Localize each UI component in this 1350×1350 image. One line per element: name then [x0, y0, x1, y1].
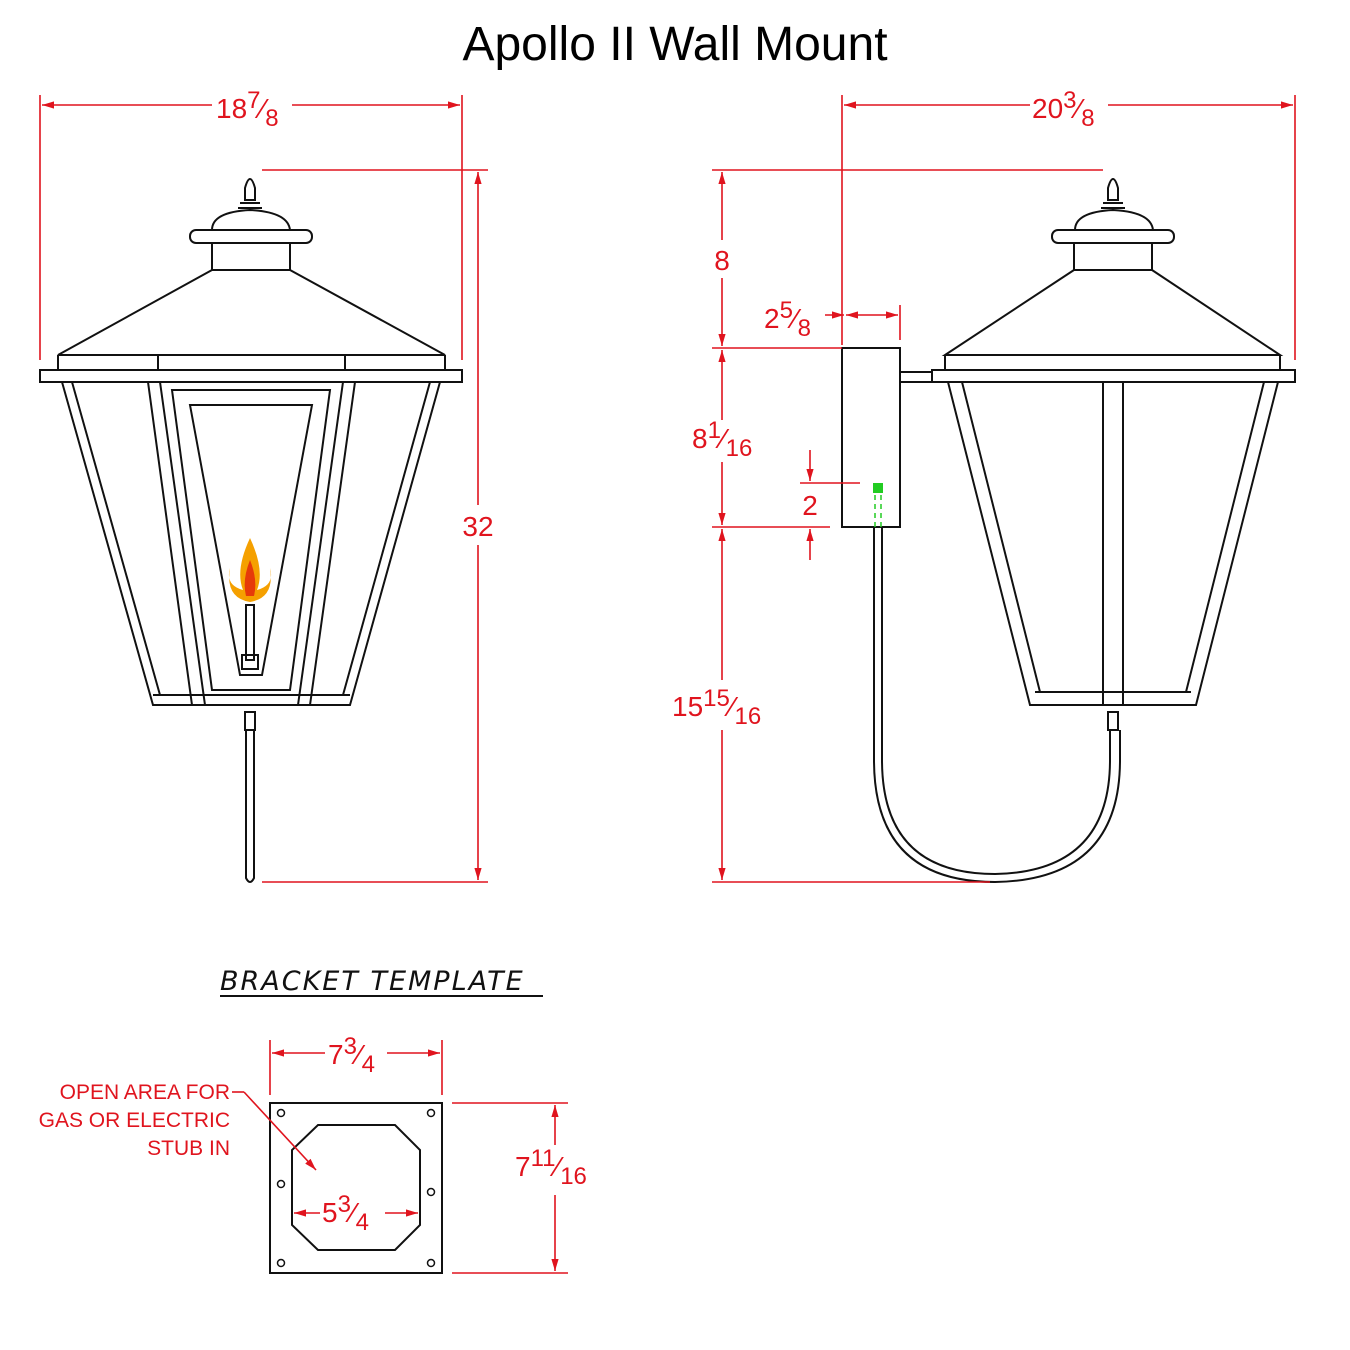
- dim-side-depth: 203⁄8: [1032, 87, 1095, 132]
- burner-stem: [245, 604, 255, 661]
- gas-stub-line: [874, 495, 882, 527]
- dim-top-to-bracket: 8: [714, 245, 730, 276]
- note-line-1: OPEN AREA FOR: [60, 1081, 230, 1104]
- roof: [57, 269, 446, 356]
- collar: [211, 242, 291, 271]
- roof-rim: [931, 369, 1296, 383]
- page-title: Apollo II Wall Mount: [462, 18, 887, 71]
- dim-stub-offset: 2: [802, 490, 818, 521]
- glass-panel: [188, 404, 314, 676]
- bracket-template: BRACKET TEMPLATE 73⁄4 711⁄16 53⁄4 OPEN A…: [39, 966, 587, 1274]
- cap-dome: [211, 208, 291, 231]
- dim-template-width: 73⁄4: [328, 1033, 375, 1078]
- dim-front-height: 32: [462, 511, 493, 542]
- gas-pipe: [245, 730, 255, 883]
- note-line-2: GAS OR ELECTRIC: [39, 1109, 230, 1132]
- gas-valve: [244, 711, 256, 731]
- dim-front-width: 187⁄8: [216, 87, 279, 132]
- dim-template-height: 711⁄16: [515, 1145, 587, 1190]
- front-lantern: [39, 178, 463, 883]
- door-frame: [170, 389, 332, 691]
- dim-bracket-height: 81⁄16: [692, 417, 752, 462]
- body-frame: [947, 381, 1279, 706]
- side-lantern: [841, 178, 1296, 884]
- note-line-3: STUB IN: [147, 1137, 230, 1160]
- gas-valve: [1107, 711, 1119, 731]
- note-leader: [243, 1091, 317, 1171]
- mounting-plate: [269, 1102, 443, 1274]
- front-dimensions: 187⁄8 32: [39, 87, 494, 883]
- collar: [1073, 242, 1153, 271]
- dim-bracket-offset: 25⁄8: [764, 297, 811, 342]
- flame-icon: [228, 538, 272, 602]
- gas-stub-marker: [873, 483, 883, 493]
- dim-opening-width: 53⁄4: [322, 1191, 369, 1236]
- finial: [238, 178, 262, 209]
- roof-rim: [39, 369, 463, 383]
- bracket-arm: [899, 371, 933, 383]
- side-dimensions: 203⁄8 8 81⁄16 1515⁄16 25⁄8 2: [672, 87, 1296, 883]
- body-frame: [61, 381, 441, 706]
- finial: [1101, 178, 1125, 209]
- eave: [57, 355, 446, 371]
- gas-pipe: [873, 527, 1121, 884]
- burner-base: [241, 654, 259, 670]
- bracket-template-title: BRACKET TEMPLATE: [220, 966, 525, 997]
- eave: [944, 355, 1281, 371]
- cap-rim: [189, 229, 313, 244]
- dim-bracket-to-bottom: 1515⁄16: [672, 685, 761, 730]
- roof: [941, 269, 1284, 356]
- open-area-octagon: [291, 1124, 421, 1251]
- wall-bracket: [841, 347, 901, 528]
- mounting-holes: [276, 1108, 436, 1268]
- cap-rim: [1051, 229, 1175, 244]
- cap-dome: [1074, 208, 1154, 231]
